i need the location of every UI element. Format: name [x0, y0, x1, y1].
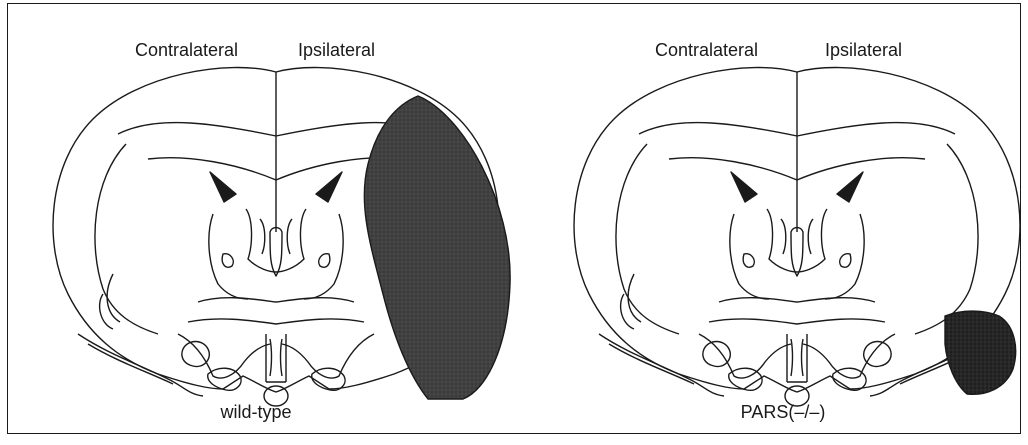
panel-wild-type: Contralateral Ipsilateral [8, 4, 515, 432]
panel-pars-knockout: Contralateral Ipsilateral [515, 4, 1022, 432]
infarct-region [364, 96, 510, 399]
condition-label-wild-type: wild-type [220, 402, 291, 423]
figure-frame: Contralateral Ipsilateral [7, 3, 1021, 434]
condition-label-pars-knockout: PARS(–/–) [741, 402, 826, 423]
brain-section-pars-knockout [515, 4, 1022, 432]
infarct-region [945, 311, 1016, 394]
brain-section-wild-type [8, 4, 515, 432]
